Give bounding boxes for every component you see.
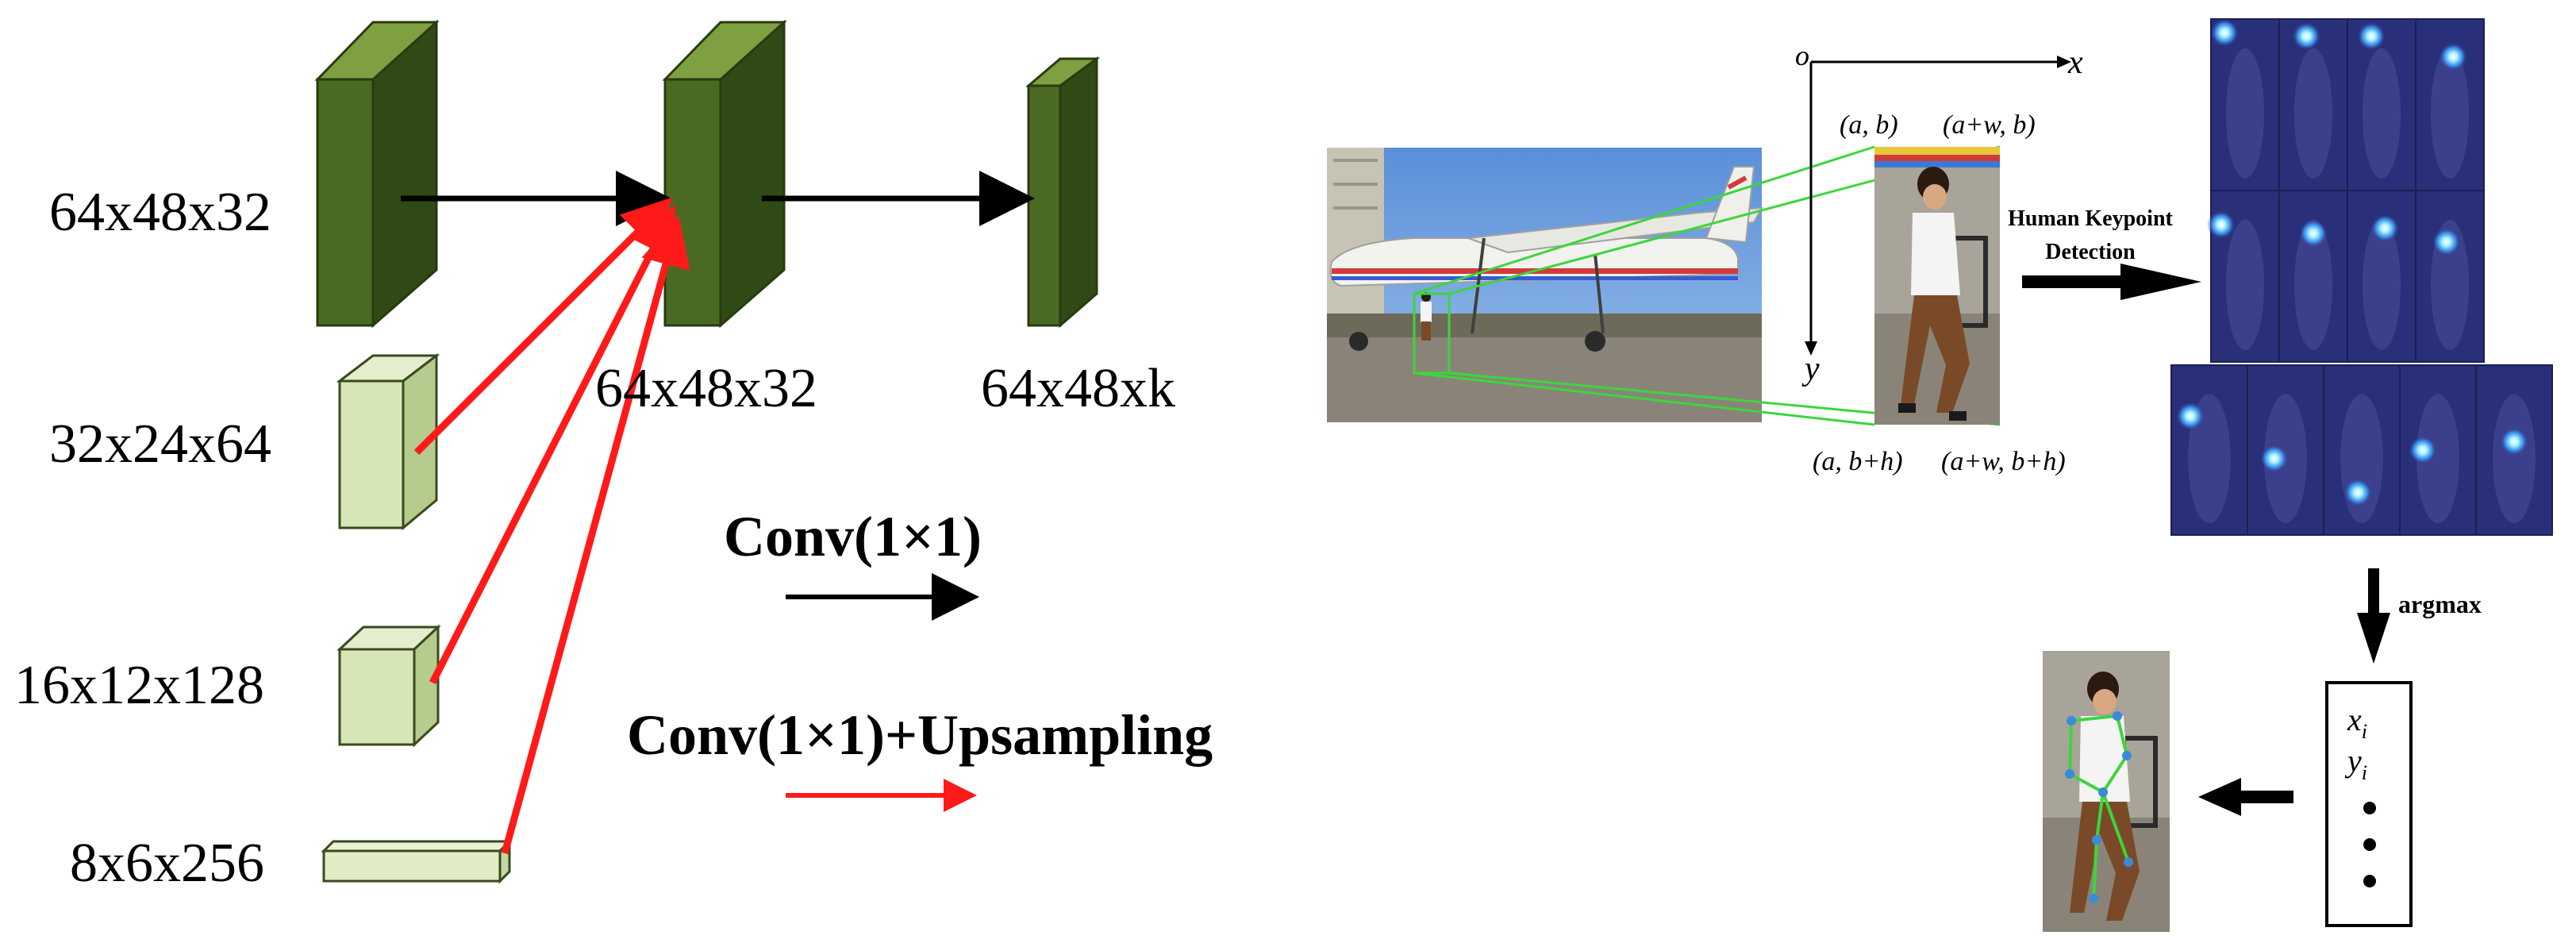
vector-x-entry: xi	[2347, 702, 2367, 743]
heatmap-peak	[2292, 21, 2321, 51]
heatmap-peak	[2357, 21, 2386, 51]
upsample-arrow-branch-2	[429, 204, 676, 685]
corner-label-top-left: (a, b)	[1840, 110, 1898, 140]
projection-line-bottom-left	[1413, 371, 1875, 426]
label-branch-2-size: 16x12x128	[14, 655, 264, 716]
corner-label-bottom-left: (a, b+h)	[1813, 447, 1903, 476]
legend-upsampling-label: Conv(1×1)+Upsampling	[627, 703, 1213, 767]
coordinate-axes: o x y	[1795, 40, 2083, 387]
scene-photo	[1327, 148, 1763, 422]
heatmap-person-shadow	[2362, 48, 2401, 179]
person-bounding-box	[1413, 292, 1451, 375]
heatmap-peak	[2439, 42, 2468, 71]
argmax-arrow	[2357, 568, 2390, 664]
heatmap-person-shadow	[2493, 394, 2536, 524]
heatmap-peak	[2500, 427, 2528, 456]
output-heatmap-block	[1025, 56, 1101, 329]
branch-block-16x12	[336, 624, 441, 748]
legend: Conv(1×1) Conv(1×1)+Upsampling	[627, 505, 1213, 812]
vector-y-entry: yi	[2344, 743, 2367, 784]
heatmap-peak	[2432, 227, 2461, 256]
legend-conv-label: Conv(1×1)	[724, 505, 982, 568]
label-branch-1-size: 32x24x64	[49, 414, 271, 475]
y-axis-label: y	[1801, 351, 1820, 387]
branch-block-8x6	[321, 838, 513, 884]
corner-label-top-right: (a+w, b)	[1943, 110, 2036, 140]
heatmap-peak	[2299, 219, 2328, 248]
heatmap-peak	[2176, 402, 2205, 431]
input-feature-block	[314, 19, 440, 329]
heatmap-peak	[2343, 478, 2373, 507]
heatmap-person-shadow	[2416, 394, 2459, 524]
coordinate-vector: xi yi	[2325, 681, 2413, 927]
projection-line-top-left	[1413, 145, 1875, 295]
heatmap-person-shadow	[2225, 48, 2265, 179]
keypoint-heatmaps	[2170, 18, 2553, 536]
result-arrow	[2198, 778, 2293, 816]
corner-label-bottom-right: (a+w, b+h)	[1941, 447, 2066, 476]
heatmap-person-shadow	[2225, 219, 2265, 350]
person-crop	[1874, 147, 2000, 425]
heatmap-person-shadow	[2430, 48, 2470, 179]
branch-block-32x24	[336, 352, 440, 531]
heatmap-peak	[2210, 18, 2240, 48]
heatmap-peak	[2206, 210, 2236, 240]
argmax-label: argmax	[2398, 590, 2482, 618]
upsample-arrow-branch-3	[501, 215, 690, 855]
label-fused-size: 64x48x32	[595, 358, 817, 419]
label-input-size: 64x48x32	[49, 182, 271, 243]
heatmap-peak	[2370, 214, 2400, 243]
feature-fusion-panel: 64x48x32 32x24x64 16x12x128 8x6x256 64x4…	[14, 19, 1213, 894]
heatmap-peak	[2408, 436, 2437, 464]
heatmap-peak	[2259, 444, 2289, 473]
label-output-size: 64x48xk	[981, 358, 1175, 419]
keypoint-result-image	[2043, 651, 2170, 932]
upsample-arrow-branch-1	[413, 197, 673, 456]
x-axis-label: x	[2067, 44, 2083, 81]
label-branch-3-size: 8x6x256	[70, 833, 264, 894]
keypoint-pipeline-panel: o x y (a, b) (a+w, b) (a, b+h) (a+w, b+h…	[1327, 18, 2553, 932]
detection-label-line1: Human Keypoint	[2008, 206, 2173, 231]
detection-arrow	[2022, 264, 2201, 300]
heatmap-person-shadow	[2362, 219, 2401, 350]
fused-feature-block	[662, 19, 787, 329]
heatmap-person-shadow	[2293, 219, 2333, 350]
heatmap-person-shadow	[2293, 48, 2333, 179]
detection-label-line2: Detection	[2045, 240, 2136, 264]
axis-origin-label: o	[1795, 40, 1809, 71]
